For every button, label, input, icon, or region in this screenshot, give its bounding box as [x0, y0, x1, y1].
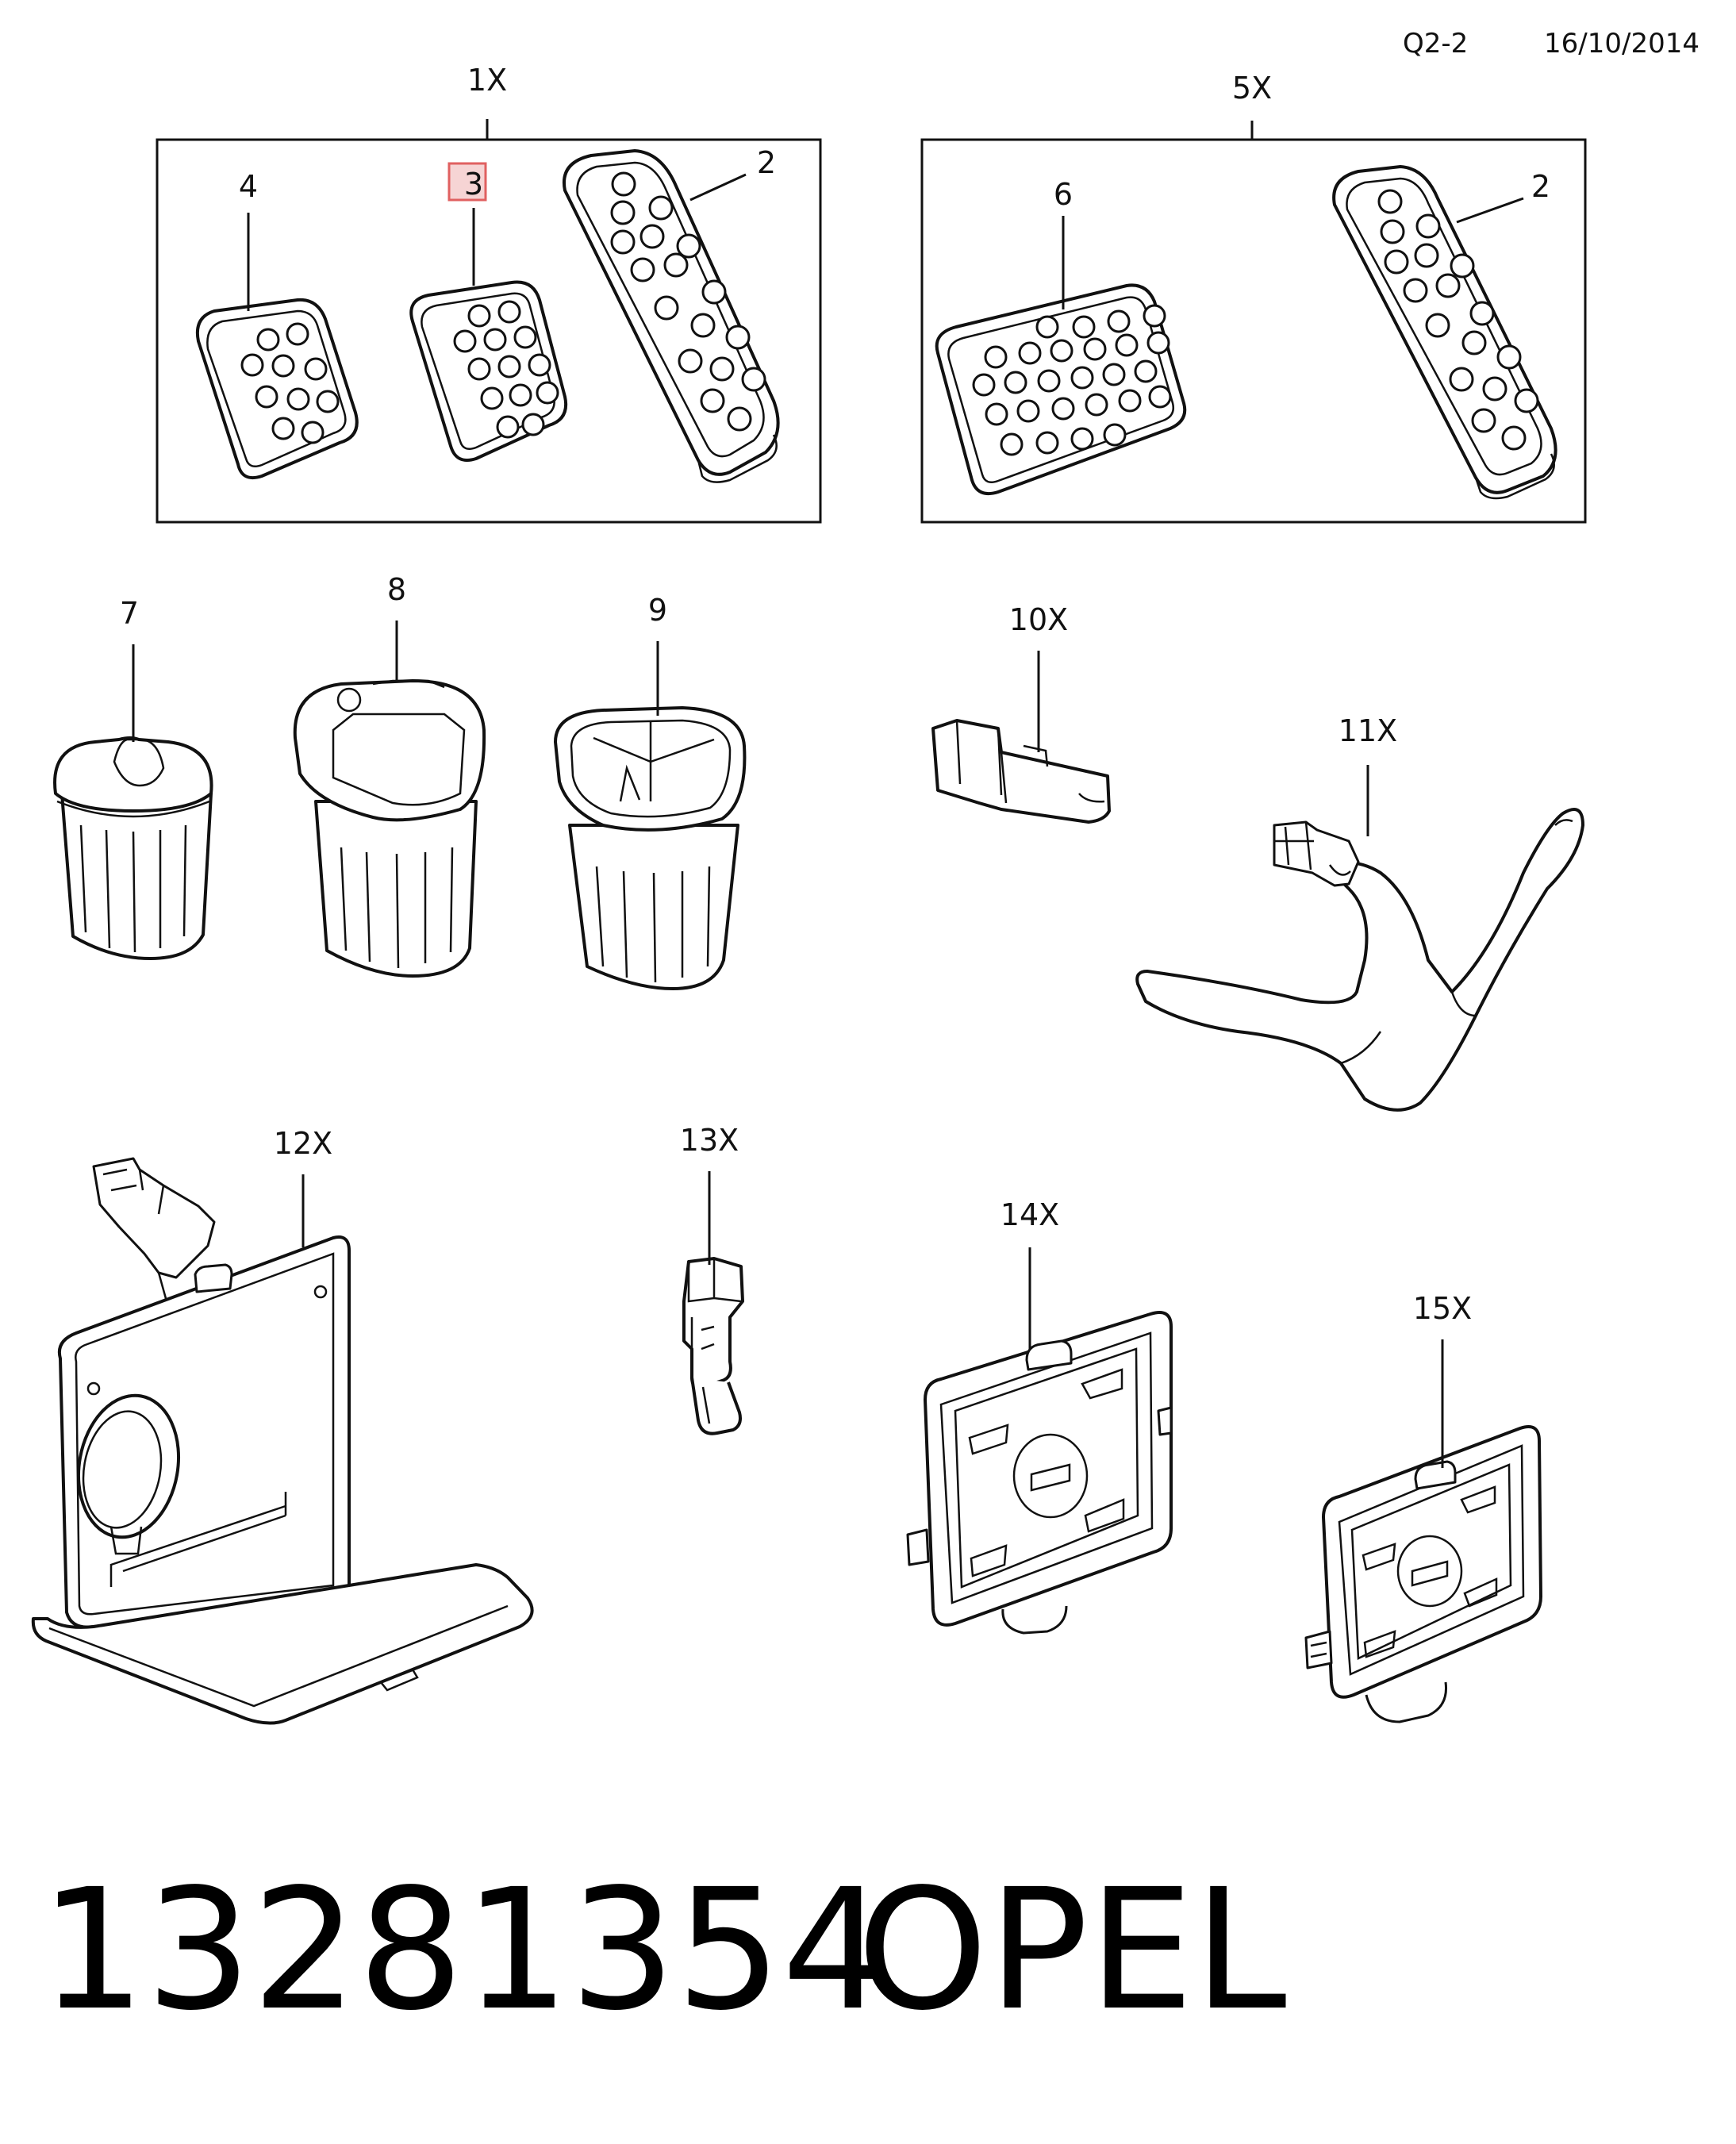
pedal-pad-6-brake[interactable] [935, 283, 1187, 496]
callout-10x[interactable]: 10X [1009, 602, 1068, 637]
callout-11x[interactable]: 11X [1338, 713, 1397, 748]
callout-7[interactable]: 7 [120, 596, 139, 631]
highlight-box-3 [447, 162, 487, 202]
bin-9[interactable] [554, 706, 747, 990]
kit-1x-frame [156, 138, 822, 524]
callout-3[interactable]: 3 [464, 167, 483, 202]
kit-5x-frame [920, 138, 1587, 524]
pedal-pad-3[interactable] [409, 280, 567, 462]
callout-14x[interactable]: 14X [1001, 1197, 1059, 1232]
ashtray-8[interactable] [293, 679, 486, 978]
callout-4[interactable]: 4 [239, 169, 258, 204]
pedal-pad-2-accelerator[interactable] [563, 149, 780, 483]
hook-13x[interactable] [682, 1257, 744, 1435]
callout-5x[interactable]: 5X [1232, 71, 1272, 106]
part-number: 13281354 [40, 1853, 888, 2047]
callout-2b[interactable]: 2 [1531, 169, 1550, 204]
callout-13x[interactable]: 13X [680, 1123, 739, 1158]
sheet-date: 16/10/2014 [1544, 28, 1700, 60]
callout-2a[interactable]: 2 [757, 145, 776, 180]
callout-6[interactable]: 6 [1054, 177, 1073, 212]
kit-1x-group: 1X 4 3 [156, 63, 822, 524]
holder-12x[interactable] [31, 1157, 534, 1725]
leader-2b [1456, 197, 1524, 224]
callout-8[interactable]: 8 [387, 572, 406, 607]
callout-1x[interactable]: 1X [467, 63, 507, 98]
clip-10x[interactable] [931, 719, 1111, 824]
brand-name: OPEL [857, 1853, 1287, 2047]
sheet-id: Q2-2 [1403, 28, 1468, 60]
callout-15x[interactable]: 15X [1413, 1291, 1472, 1326]
bracket-11x[interactable] [1135, 808, 1584, 1112]
leader-2a [689, 173, 747, 202]
callout-12x[interactable]: 12X [274, 1126, 332, 1161]
tablet-holder-15x[interactable] [1304, 1425, 1542, 1723]
ashtray-7[interactable] [53, 736, 213, 960]
kit-5x-group: 5X 6 [920, 71, 1587, 524]
callout-9[interactable]: 9 [648, 593, 667, 628]
pedal-pad-2-accelerator-5x[interactable] [1332, 165, 1557, 500]
tablet-holder-14x[interactable] [906, 1311, 1173, 1635]
pedal-pad-4[interactable] [196, 298, 359, 480]
